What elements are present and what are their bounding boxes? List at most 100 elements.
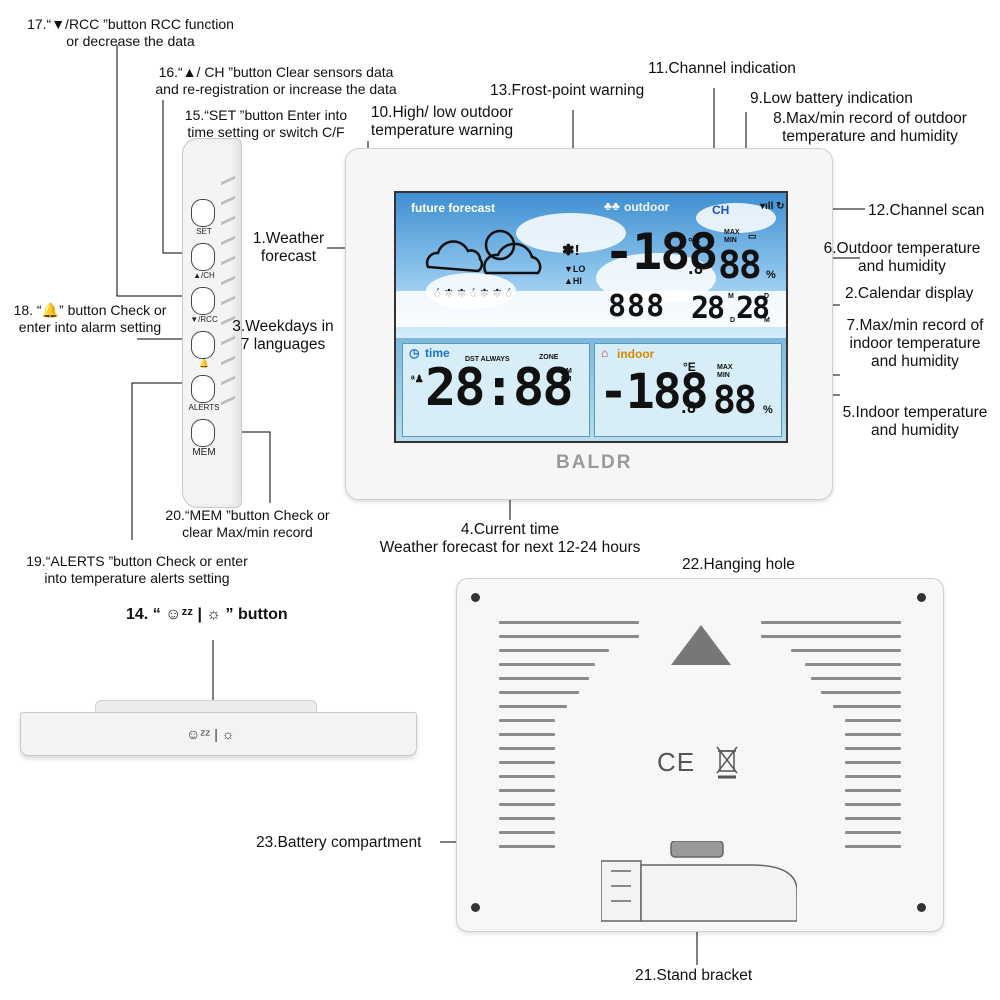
vent-slot [805,663,901,666]
vent-slot [221,395,235,406]
label-8: 8.Max/min record of outdoor temperature … [773,110,967,145]
vent-slot [499,663,595,666]
vent-slot [845,831,901,834]
outdoor-min-label: MIN [724,237,737,244]
calendar-m-bottom-label: M [764,317,770,324]
label-12: 12.Channel scan [868,202,985,219]
calendar-strip [396,291,786,327]
signal-icon: ▾ıll ↻ [760,201,785,212]
clock-icon: ◷ [409,346,420,360]
vent-slot [499,705,567,708]
vent-slot [499,733,555,736]
future-forecast-label: future forecast [411,201,496,215]
bottom-view-top [95,700,317,715]
label-4: 4.Current time Weather forecast for next… [379,521,641,556]
vent-slot [499,789,555,792]
current-time: 28:88 [425,358,574,418]
outdoor-temp-unit: °E [688,235,701,249]
rcc-signal-icon: ᵃ♟ [411,374,424,385]
vent-slot [499,621,639,624]
vent-slot [845,789,901,792]
label-19: 19.“ALERTS ”button Check or enter into t… [26,553,248,586]
calendar-day: 28 [736,291,770,326]
label-21: 21.Stand bracket [635,967,753,984]
channel-indicator: CH [712,203,730,217]
set-button[interactable] [191,199,215,227]
alerts-button-label: ALERTS [188,403,220,412]
lcd-screen: future forecast ♣♣ outdoor CH ó ✽ ✽ ó ✽ … [394,191,788,443]
vent-slot [499,845,555,848]
stand-bracket[interactable] [601,841,797,927]
vent-slot [833,705,901,708]
zone-label: ZONE [539,354,559,361]
up-ch-button[interactable] [191,243,215,271]
label-1: 1.Weather forecast [252,230,325,265]
vent-slot [499,831,555,834]
vent-slot [791,649,901,652]
vent-slot [499,761,555,764]
indoor-min-label: MIN [717,372,730,379]
calendar-m-label: M [728,293,734,300]
vent-slot [499,747,555,750]
weekday-display: 888 [608,289,666,324]
label-11: 11.Channel indication [648,60,796,77]
vent-slot [221,195,235,206]
vent-slot [845,803,901,806]
outdoor-humidity: 88 [718,243,762,287]
indoor-temp-unit: °E [683,360,696,374]
side-view: SET ▲/CH ▼/RCC 🔔 ALERTS MEM [182,138,242,508]
time-label: time [425,346,450,360]
vent-slot [811,677,901,680]
screw [917,593,926,602]
label-6: 6.Outdoor temperature and humidity [823,240,981,275]
outdoor-max-label: MAX [724,229,740,236]
label-3: 3.Weekdays in 7 languages [232,318,334,353]
vent-slot [845,747,901,750]
bell-icon: 🔔 [199,359,209,368]
vent-slot [221,255,235,266]
outdoor-temperature-decimal: .8 [686,259,703,278]
ce-mark: CE [657,747,696,777]
label-14: 14. “ ☺ᶻᶻ | ☼ ” button [126,606,288,623]
label-13: 13.Frost-point warning [490,82,645,99]
vent-slot [221,355,235,366]
outdoor-humidity-unit: % [766,269,776,281]
screw [471,903,480,912]
calendar-month: 28 [691,291,725,326]
vent-slot [221,215,235,226]
vent-slot [499,803,555,806]
vent-slot [845,719,901,722]
label-16: 16.“▲/ CH ”button Clear sensors data and… [155,64,397,97]
vent-slot [499,719,555,722]
vent-slot [499,691,579,694]
label-22: 22.Hanging hole [682,556,795,573]
indoor-max-label: MAX [717,364,733,371]
alarm-button[interactable] [191,331,215,359]
indoor-panel: ⌂ indoor -188 .8 °E MAX MIN 88 % [594,343,782,437]
outdoor-temperature: -188 [604,223,718,281]
front-device: future forecast ♣♣ outdoor CH ó ✽ ✽ ó ✽ … [345,148,833,500]
label-23: 23.Battery compartment [256,834,422,851]
vent-slot [845,761,901,764]
label-7: 7.Max/min record of indoor temperature a… [846,317,984,370]
indoor-temperature-decimal: .8 [679,398,696,417]
pm-label: PM [561,376,572,383]
label-10: 10.High/ low outdoor temperature warning [370,104,514,139]
indoor-temperature: -188 [599,364,709,420]
label-2: 2.Calendar display [845,285,974,302]
down-rcc-button[interactable] [191,287,215,315]
vent-slot [221,235,235,246]
vent-slot [499,635,639,638]
up-ch-button-label: ▲/CH [193,271,215,280]
calendar-d-top-label: D [764,293,770,300]
alerts-button[interactable] [191,375,215,403]
vent-slot [499,775,555,778]
label-5: 5.Indoor temperature and humidity [842,404,988,439]
high-warning: ▲HI [564,276,582,286]
house-icon: ⌂ [601,346,609,360]
tree-icon: ♣♣ [604,199,620,213]
mem-button[interactable] [191,419,215,447]
vent-slot [761,621,901,624]
snooze-light-button-icon[interactable]: ☺ᶻᶻ | ☼ [186,726,235,742]
back-view: CE [456,578,944,932]
